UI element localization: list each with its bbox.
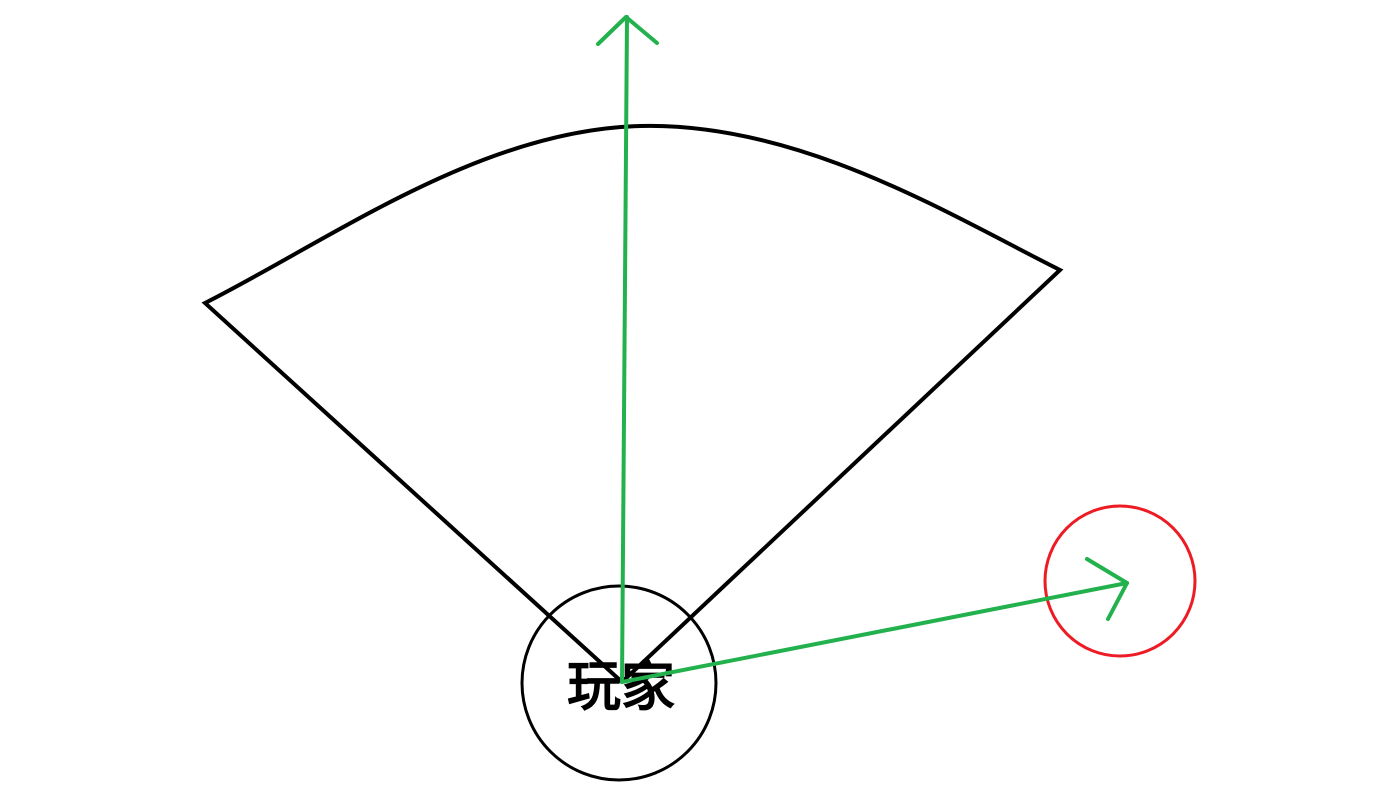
target-vector-line [620, 581, 1129, 684]
player-circle [520, 584, 718, 782]
forward-vector-line [620, 15, 629, 684]
target-circle [1043, 504, 1197, 658]
forward-vector-arrowhead [596, 15, 659, 46]
view-cone-sector [201, 123, 1064, 684]
target-vector-arrowhead [1085, 557, 1129, 621]
